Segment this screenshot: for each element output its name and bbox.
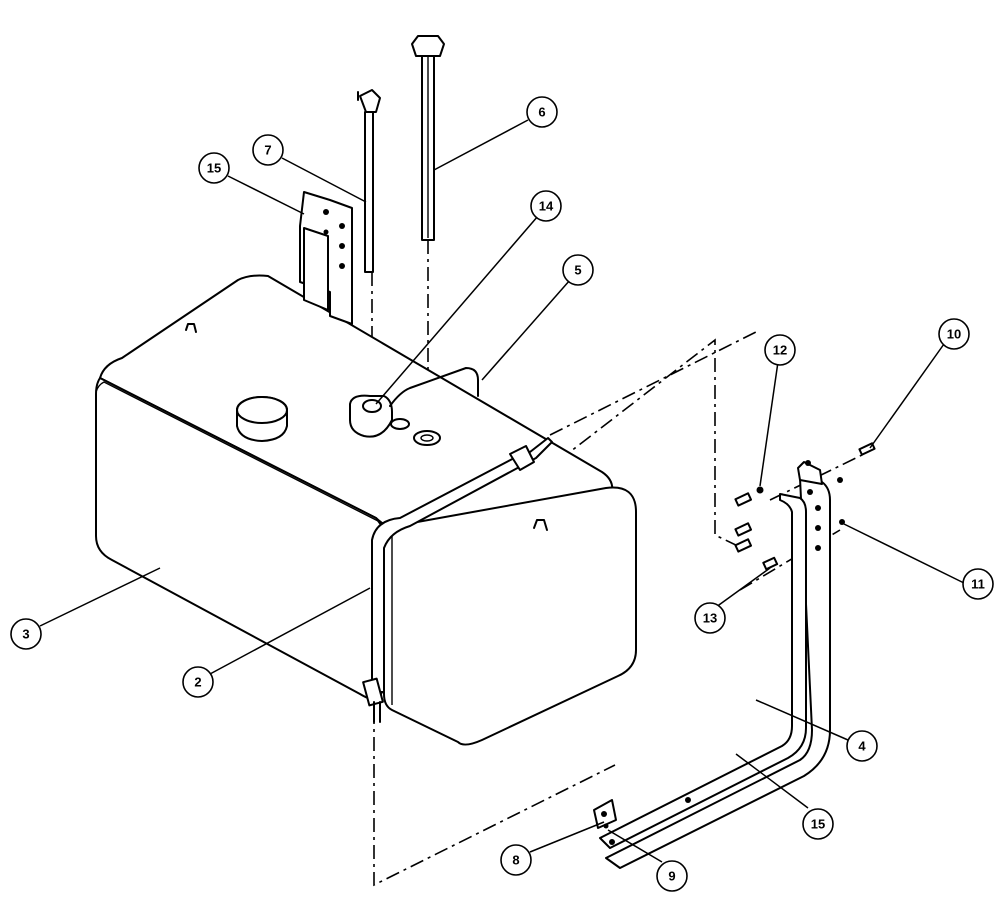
callout-9: 9 xyxy=(656,860,688,892)
svg-text:10: 10 xyxy=(947,327,961,342)
svg-text:2: 2 xyxy=(194,675,201,690)
svg-text:6: 6 xyxy=(538,105,545,120)
callout-3: 3 xyxy=(10,618,42,650)
svg-text:12: 12 xyxy=(773,343,787,358)
sensor-probe xyxy=(357,89,381,273)
svg-text:3: 3 xyxy=(22,627,29,642)
fuel-tank xyxy=(95,274,637,746)
upper-bracket xyxy=(299,191,353,325)
side-bracket xyxy=(593,461,831,869)
fuel-sender xyxy=(411,35,445,241)
callout-12: 12 xyxy=(764,334,796,366)
svg-text:5: 5 xyxy=(574,263,581,278)
callout-15-top: 15 xyxy=(198,152,230,184)
svg-text:4: 4 xyxy=(858,739,866,754)
tank-strap xyxy=(362,437,553,723)
callout-4: 4 xyxy=(846,730,878,762)
callout-13: 13 xyxy=(694,602,726,634)
callout-5: 5 xyxy=(562,254,594,286)
assembly-centerlines xyxy=(371,240,863,887)
svg-text:15: 15 xyxy=(811,817,825,832)
svg-text:14: 14 xyxy=(539,199,554,214)
hardware xyxy=(603,442,876,845)
svg-text:8: 8 xyxy=(512,853,519,868)
callout-11: 11 xyxy=(962,568,994,600)
callout-7: 7 xyxy=(252,134,284,166)
callout-15-bottom: 15 xyxy=(802,808,834,840)
callout-14: 14 xyxy=(530,190,562,222)
svg-text:13: 13 xyxy=(703,611,717,626)
vent-tube xyxy=(389,367,479,407)
svg-text:15: 15 xyxy=(207,161,221,176)
callout-6: 6 xyxy=(526,96,558,128)
leader-lines xyxy=(39,119,967,863)
svg-text:9: 9 xyxy=(668,869,675,884)
callout-8: 8 xyxy=(500,844,532,876)
svg-text:11: 11 xyxy=(971,577,985,592)
callout-10: 10 xyxy=(938,318,970,350)
callout-2: 2 xyxy=(182,666,214,698)
svg-text:7: 7 xyxy=(264,143,271,158)
